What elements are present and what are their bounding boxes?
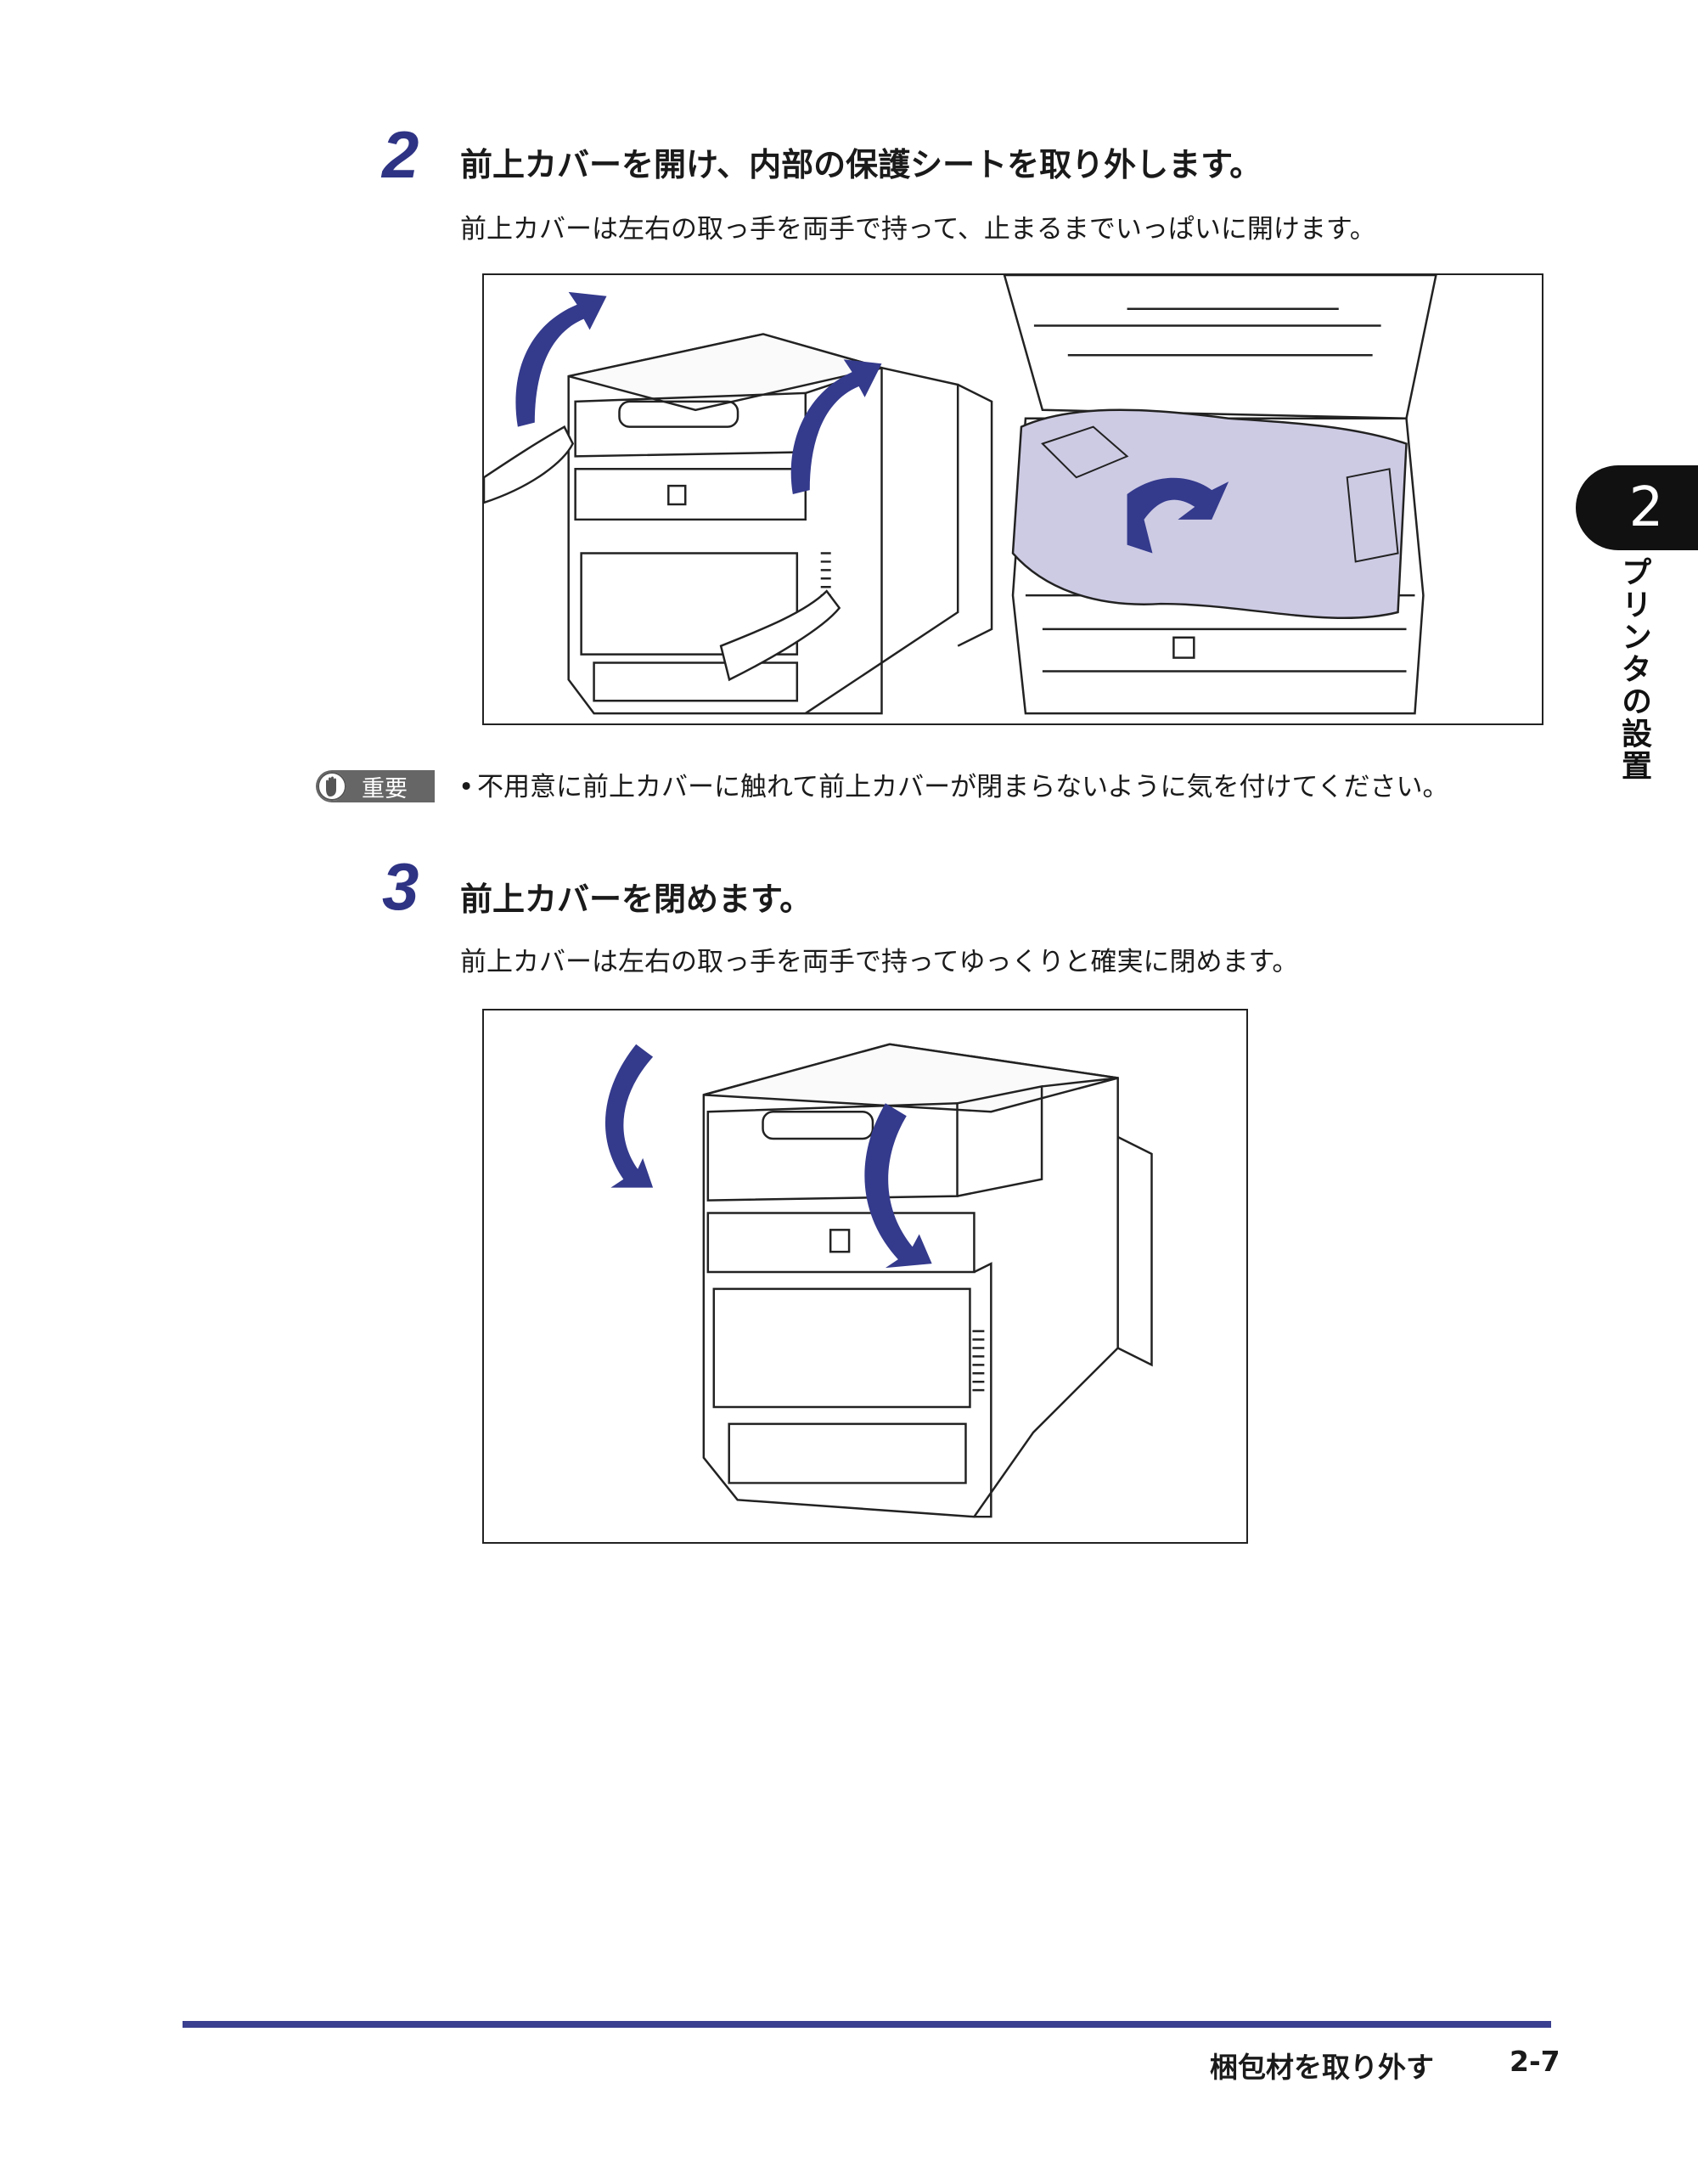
- important-label: 重要: [362, 775, 408, 802]
- footer-rule: [183, 2021, 1551, 2028]
- close-arrows: [604, 1044, 932, 1269]
- printer-close-illustration: [604, 1043, 1153, 1518]
- step-3-heading: 前上カバーを閉めます。: [460, 881, 812, 918]
- stop-hand-icon: [318, 772, 346, 801]
- printer-open-illustration: [484, 275, 1437, 715]
- footer-page-number: 2-7: [1510, 2045, 1560, 2078]
- step-number-3: 3: [382, 849, 419, 924]
- step-3-text: 前上カバーは左右の取っ手を両手で持ってゆっくりと確実に閉めます。: [460, 947, 1299, 977]
- footer-section-title: 梱包材を取り外す: [1210, 2051, 1434, 2084]
- chapter-tab: 2: [1576, 465, 1698, 550]
- sheet-details: [1041, 425, 1399, 563]
- printer-closed: [702, 1043, 1153, 1518]
- figure-close-cover: [482, 1009, 1248, 1544]
- step-2-text: 前上カバーは左右の取っ手を両手で持って、止まるまでいっぱいに開けます。: [460, 214, 1376, 245]
- important-bullet-icon: •: [458, 772, 475, 802]
- printer-left: [567, 333, 993, 715]
- step-2-heading: 前上カバーを開け、内部の保護シートを取り外します。: [460, 146, 1262, 183]
- step-number-2: 2: [382, 117, 419, 192]
- important-text: 不用意に前上カバーに触れて前上カバーが閉まらないように気を付けてください。: [477, 772, 1449, 802]
- important-badge: 重要: [316, 770, 435, 802]
- open-arrows: [515, 291, 882, 495]
- chapter-title-vertical: プリンタの設置: [1616, 556, 1651, 782]
- hands: [484, 425, 841, 682]
- figure-open-cover: [482, 273, 1543, 725]
- remove-sheet-arrow: [1127, 477, 1229, 554]
